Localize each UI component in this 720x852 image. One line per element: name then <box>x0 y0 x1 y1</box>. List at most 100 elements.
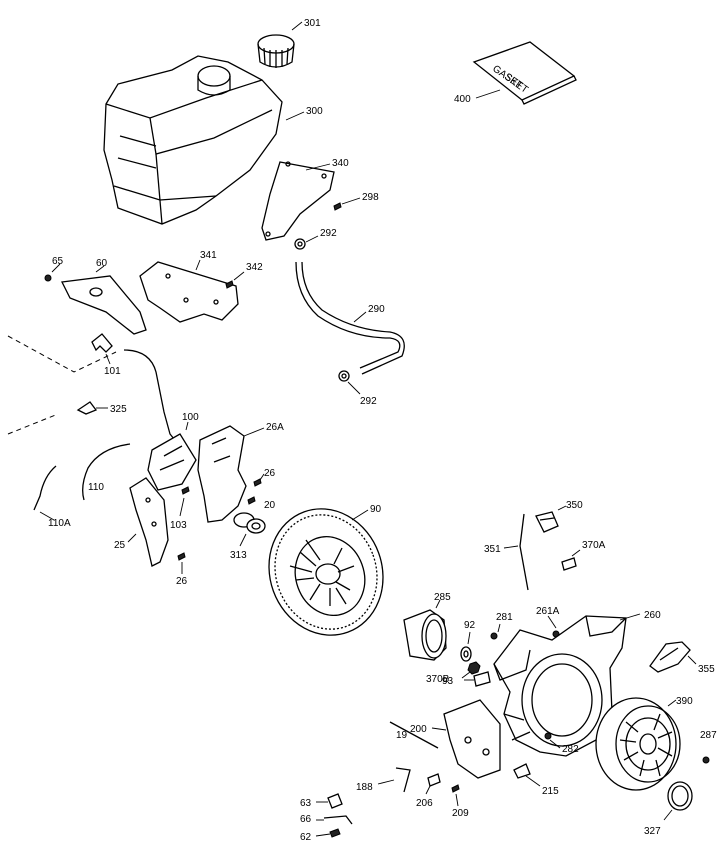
label-90: 90 <box>370 504 382 515</box>
ignition-module <box>147 433 197 491</box>
label-341: 341 <box>200 250 217 261</box>
label-92: 92 <box>464 620 476 631</box>
label-313: 313 <box>230 550 247 561</box>
shroud-cup <box>403 609 447 661</box>
ground-wire <box>123 349 179 445</box>
label-26-upper: 26 <box>264 468 276 479</box>
starter-handle <box>649 641 691 673</box>
label-351: 351 <box>484 544 501 555</box>
gasket-set: GASKET SET <box>472 41 577 105</box>
label-400: 400 <box>454 94 471 105</box>
label-370A: 370A <box>582 540 606 551</box>
label-390: 390 <box>676 696 693 707</box>
label-370B: 370B <box>426 674 450 685</box>
spring-110 <box>82 443 131 501</box>
label-282: 282 <box>562 744 579 755</box>
screw-298 <box>333 202 342 211</box>
label-110: 110 <box>88 482 104 493</box>
fuel-cap <box>257 34 295 68</box>
screw-26-lower <box>177 552 186 561</box>
label-101: 101 <box>104 366 121 377</box>
label-301: 301 <box>304 18 321 29</box>
label-103: 103 <box>170 520 187 531</box>
screw-26-upper <box>253 478 262 487</box>
label-188: 188 <box>356 782 373 793</box>
label-342: 342 <box>246 262 263 273</box>
label-60: 60 <box>96 258 108 269</box>
label-300: 300 <box>306 106 323 117</box>
screw-20 <box>247 496 256 505</box>
fuel-tank <box>103 55 283 225</box>
screw-281 <box>490 632 498 640</box>
part-66 <box>323 815 353 825</box>
label-281: 281 <box>496 612 513 623</box>
label-110A: 110A <box>48 518 71 529</box>
label-19: 19 <box>396 730 408 741</box>
tank-bracket <box>261 161 335 241</box>
label-26A: 26A <box>266 422 284 433</box>
screw-209 <box>451 784 460 793</box>
label-350: 350 <box>566 500 583 511</box>
label-285: 285 <box>434 592 451 603</box>
label-325: 325 <box>110 404 127 415</box>
screw-103 <box>181 486 190 495</box>
label-206: 206 <box>416 798 433 809</box>
screw-342 <box>225 280 234 289</box>
stop-switch <box>535 511 559 533</box>
label-355: 355 <box>698 664 715 675</box>
label-292-bottom: 292 <box>360 396 377 407</box>
label-261A: 261A <box>536 606 560 617</box>
label-290: 290 <box>368 304 385 315</box>
part-62 <box>329 828 341 838</box>
label-200: 200 <box>410 724 427 735</box>
flywheel <box>268 508 384 636</box>
label-20: 20 <box>264 500 276 511</box>
clip-325 <box>76 401 98 415</box>
decal-370A <box>561 557 577 571</box>
link-clip <box>91 333 113 353</box>
hose-clamp-bottom <box>338 370 350 382</box>
clip-215 <box>513 763 531 779</box>
label-215: 215 <box>542 786 559 797</box>
reference-line-upper <box>7 335 117 373</box>
part-63 <box>327 793 343 809</box>
hose-clamp-top <box>294 238 306 250</box>
stop-wire <box>519 513 529 591</box>
recoil-starter <box>595 697 681 791</box>
control-bracket <box>139 261 239 323</box>
label-209: 209 <box>452 808 469 819</box>
label-66: 66 <box>300 814 312 825</box>
decal-370B <box>473 671 491 687</box>
label-287: 287 <box>700 730 717 741</box>
blower-housing <box>493 615 627 757</box>
screw-282 <box>544 732 552 740</box>
label-100: 100 <box>182 412 199 423</box>
label-260: 260 <box>644 610 661 621</box>
label-62: 62 <box>300 832 312 843</box>
clip-206 <box>427 773 441 787</box>
spring-188 <box>395 767 411 793</box>
reference-line-lower <box>7 413 59 435</box>
fuel-line <box>295 261 405 375</box>
nut-93 <box>467 661 481 675</box>
label-298: 298 <box>362 192 379 203</box>
screw-287 <box>702 756 710 764</box>
label-292-top: 292 <box>320 228 337 239</box>
label-327: 327 <box>644 826 661 837</box>
screw-65 <box>44 274 52 282</box>
carburetor-bracket <box>443 699 501 779</box>
air-vane <box>197 425 247 523</box>
label-63: 63 <box>300 798 312 809</box>
link-19 <box>389 721 439 749</box>
throttle-bracket <box>61 275 147 335</box>
mounting-plate <box>129 477 169 567</box>
label-26-lower: 26 <box>176 576 188 587</box>
label-65: 65 <box>52 256 64 267</box>
spring-110A <box>33 465 57 511</box>
washer-92 <box>460 646 472 662</box>
label-93: 93 <box>442 676 454 687</box>
label-25: 25 <box>114 540 126 551</box>
bushing <box>233 512 266 534</box>
